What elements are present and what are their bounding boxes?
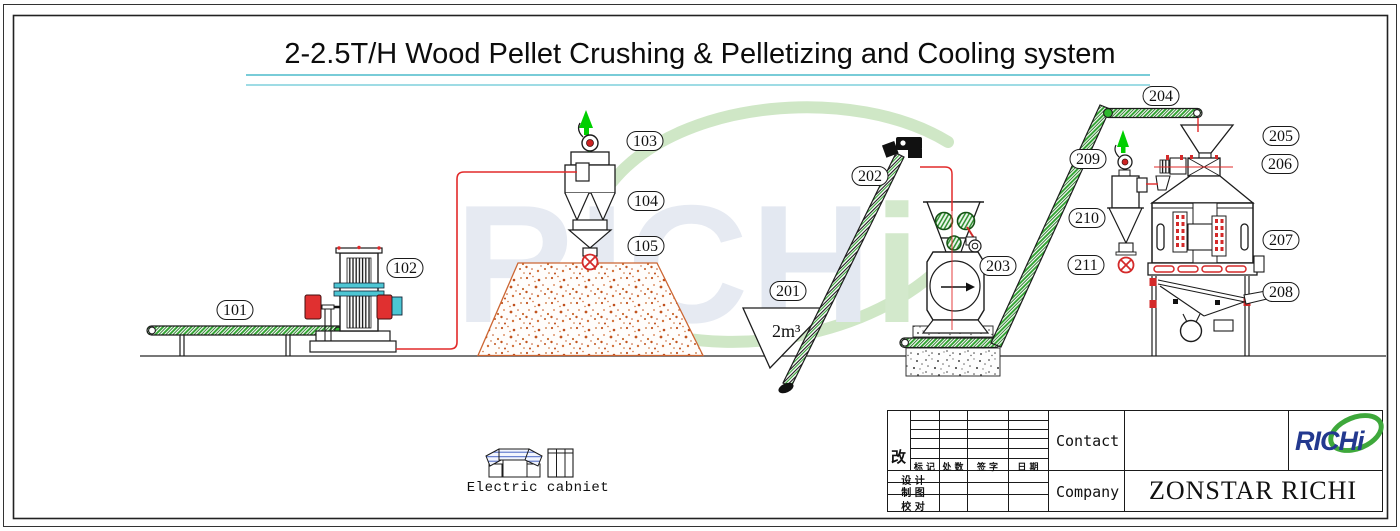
fan-209 (1114, 130, 1133, 170)
callout-210: 210 (1068, 208, 1106, 228)
col-header-signature: 签 字 (976, 463, 999, 473)
fan-103 (577, 110, 599, 152)
pellet-mill-203 (921, 201, 990, 334)
row-label-design: 设 计 (901, 476, 925, 487)
callout-104: 104 (627, 191, 665, 211)
rotary-valve-105 (581, 253, 599, 271)
callout-204: 204 (1142, 86, 1180, 106)
rotary-valve-211 (1117, 256, 1135, 274)
hopper-volume-label: 2m³ (772, 321, 801, 341)
page-border (3, 4, 1397, 527)
logo-text-h: H (1338, 426, 1358, 456)
crusher-102 (304, 245, 403, 353)
logo-text-i: i (1357, 426, 1364, 456)
page-title: 2-2.5T/H Wood Pellet Crushing & Pelletiz… (284, 38, 1116, 70)
col-header-date: 日 期 (1017, 463, 1039, 473)
callout-208: 208 (1262, 282, 1300, 302)
col-header-count: 处 数 (942, 463, 964, 473)
screw-elevator-202 (778, 137, 922, 394)
rotary-valve-206 (1159, 155, 1221, 177)
col-header-mark: 标 记 (913, 463, 936, 473)
callout-105: 105 (627, 236, 665, 256)
electric-cabinet-box (547, 448, 574, 478)
cooler-207 (1147, 175, 1265, 276)
richi-logo: RICHi (1293, 405, 1390, 466)
callout-103: 103 (626, 131, 664, 151)
cyclone-104 (564, 151, 616, 257)
company-label: Company (1056, 483, 1120, 501)
callout-201: 201 (769, 281, 807, 301)
title-underline-1 (246, 74, 1150, 76)
company-value: ZONSTAR RICHI (1148, 476, 1358, 505)
material-pile (477, 262, 705, 357)
callout-101: 101 (216, 300, 254, 320)
revision-label: 改 (890, 448, 906, 466)
callout-102: 102 (386, 258, 424, 278)
title-underline-2 (246, 84, 1150, 86)
callout-207: 207 (1262, 230, 1300, 250)
feed-hopper-201: 2m³ (741, 307, 830, 370)
electric-cabinet-drawing (485, 448, 574, 478)
pipe-lines (396, 118, 1233, 350)
row-label-check: 校 对 (901, 502, 925, 513)
callout-203: 203 (979, 256, 1017, 276)
callout-209: 209 (1069, 149, 1107, 169)
contact-label: Contact (1056, 432, 1120, 450)
callout-211: 211 (1067, 255, 1105, 275)
callout-202: 202 (851, 166, 889, 186)
logo-text-ric: RIC (1295, 426, 1339, 456)
callout-205: 205 (1262, 126, 1300, 146)
belt-conveyor-101 (146, 325, 344, 356)
cyclone-210 (1107, 169, 1171, 256)
cooler-hopper-205 (1179, 124, 1235, 160)
vibrating-screen-208 (1149, 276, 1268, 356)
callout-206: 206 (1261, 154, 1299, 174)
row-label-drawing: 制 图 (901, 488, 925, 499)
electric-cabinet-label: Electric cabniet (466, 480, 610, 496)
